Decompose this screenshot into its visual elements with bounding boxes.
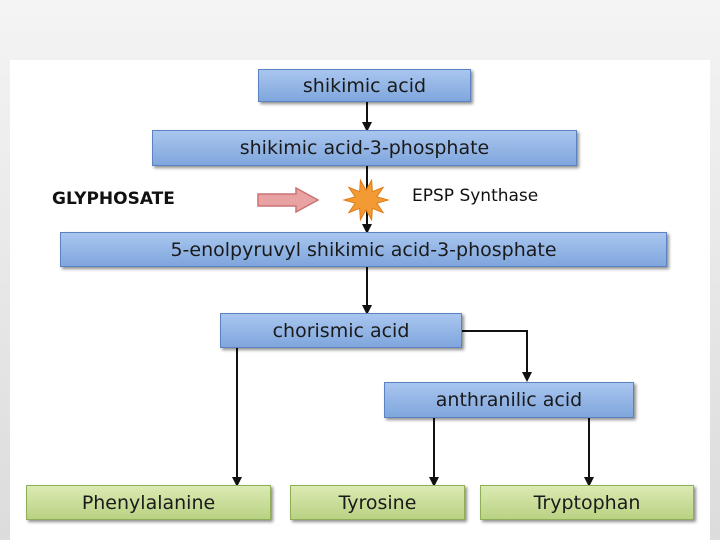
inhibition-arrow bbox=[257, 186, 320, 214]
enzyme-label: EPSP Synthase bbox=[412, 186, 539, 206]
node-tryptophan: Tryptophan bbox=[480, 485, 694, 520]
enzyme-burst-icon bbox=[342, 178, 390, 222]
node-5-enolpyruvyl-shikimic-acid-3-phosphate: 5-enolpyruvyl shikimic acid-3-phosphate bbox=[60, 232, 667, 267]
arrow-chorismic-to-anthranilic bbox=[462, 330, 532, 382]
node-anthranilic-acid: anthranilic acid bbox=[384, 382, 634, 418]
glyphosate-label: GLYPHOSATE bbox=[52, 189, 175, 209]
node-shikimic-acid: shikimic acid bbox=[258, 69, 471, 102]
node-tyrosine: Tyrosine bbox=[290, 485, 465, 520]
node-chorismic-acid: chorismic acid bbox=[220, 313, 462, 348]
node-shikimic-acid-3-phosphate: shikimic acid-3-phosphate bbox=[152, 130, 577, 166]
node-phenylalanine: Phenylalanine bbox=[26, 485, 271, 520]
